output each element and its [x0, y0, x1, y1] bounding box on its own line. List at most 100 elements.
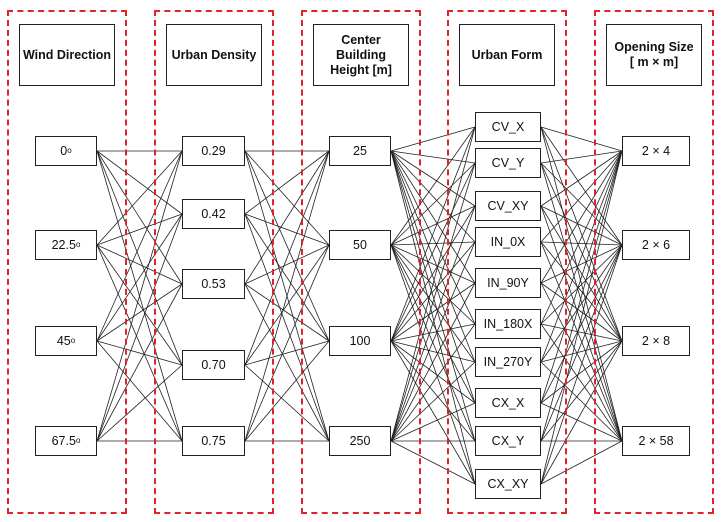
link-urban-density-1-to-building-height-3: [244, 213, 330, 442]
header-urban-density: Urban Density: [166, 24, 262, 86]
link-building-height-2-to-urban-form-8: [390, 340, 476, 442]
node-label: 0.53: [201, 277, 226, 291]
column-frame-urban-density: [154, 10, 274, 514]
node-building-height-2: 100: [329, 326, 391, 356]
link-urban-density-0-to-building-height-1: [244, 150, 330, 246]
link-urban-form-2-to-opening-size-1: [540, 205, 623, 246]
link-urban-form-3-to-opening-size-0: [540, 150, 623, 243]
node-label: 250: [349, 434, 371, 448]
link-urban-form-8-to-opening-size-0: [540, 150, 623, 442]
link-building-height-2-to-urban-form-6: [390, 340, 476, 363]
link-building-height-1-to-urban-form-1: [390, 162, 476, 246]
link-urban-form-5-to-opening-size-0: [540, 150, 623, 325]
link-building-height-2-to-urban-form-9: [390, 340, 476, 485]
link-urban-form-6-to-opening-size-0: [540, 150, 623, 363]
link-urban-density-3-to-building-height-2: [244, 340, 330, 366]
link-wind-direction-3-to-urban-density-2: [96, 283, 183, 442]
node-urban-form-7: CX_X: [475, 388, 541, 418]
degree-superscript: o: [75, 239, 81, 249]
node-label: IN_0X: [490, 235, 526, 249]
link-building-height-0-to-urban-form-3: [390, 150, 476, 243]
link-urban-form-3-to-opening-size-1: [540, 241, 623, 246]
link-urban-form-8-to-opening-size-2: [540, 340, 623, 442]
node-urban-density-2: 0.53: [182, 269, 245, 299]
node-urban-form-0: CV_X: [475, 112, 541, 142]
node-label: 2 × 6: [641, 238, 671, 252]
link-urban-density-2-to-building-height-3: [244, 283, 330, 442]
node-urban-form-8: CX_Y: [475, 426, 541, 456]
node-label: 0.75: [201, 434, 226, 448]
node-urban-density-3: 0.70: [182, 350, 245, 380]
header-wind-direction: Wind Direction: [19, 24, 115, 86]
link-building-height-3-to-urban-form-2: [390, 205, 476, 442]
node-urban-density-0: 0.29: [182, 136, 245, 166]
link-building-height-2-to-urban-form-7: [390, 340, 476, 404]
node-label: 2 × 58: [638, 434, 674, 448]
link-urban-density-1-to-building-height-1: [244, 213, 330, 246]
link-building-height-3-to-urban-form-7: [390, 402, 476, 442]
link-urban-density-3-to-building-height-3: [244, 364, 330, 442]
node-label: 0.29: [201, 144, 226, 158]
link-urban-form-0-to-opening-size-1: [540, 126, 623, 246]
link-urban-form-1-to-opening-size-0: [540, 150, 623, 164]
link-urban-form-3-to-opening-size-2: [540, 241, 623, 342]
link-urban-density-2-to-building-height-2: [244, 283, 330, 342]
node-label: 67.5: [51, 434, 76, 448]
link-urban-form-9-to-opening-size-3: [540, 440, 623, 485]
link-building-height-1-to-urban-form-9: [390, 244, 476, 485]
link-urban-density-0-to-building-height-2: [244, 150, 330, 342]
header-urban-form: Urban Form: [459, 24, 555, 86]
link-urban-form-6-to-opening-size-3: [540, 361, 623, 442]
column-frame-opening-size: [594, 10, 714, 514]
link-wind-direction-3-to-urban-density-0: [96, 150, 183, 442]
node-label: 22.5: [51, 238, 76, 252]
link-urban-density-4-to-building-height-1: [244, 244, 330, 442]
node-urban-form-1: CV_Y: [475, 148, 541, 178]
link-wind-direction-2-to-urban-density-2: [96, 283, 183, 342]
node-label: CX_Y: [491, 434, 525, 448]
node-opening-size-3: 2 × 58: [622, 426, 690, 456]
link-urban-density-1-to-building-height-0: [244, 150, 330, 215]
link-wind-direction-1-to-urban-density-1: [96, 213, 183, 246]
node-label: 25: [353, 144, 367, 158]
link-building-height-3-to-urban-form-4: [390, 282, 476, 442]
link-wind-direction-0-to-urban-density-1: [96, 150, 183, 215]
node-building-height-0: 25: [329, 136, 391, 166]
link-building-height-3-to-urban-form-0: [390, 126, 476, 442]
link-wind-direction-1-to-urban-density-4: [96, 244, 183, 442]
node-label: CV_XY: [487, 199, 529, 213]
node-label: 2 × 8: [641, 334, 671, 348]
link-wind-direction-3-to-urban-density-3: [96, 364, 183, 442]
link-wind-direction-2-to-urban-density-4: [96, 340, 183, 442]
link-urban-form-4-to-opening-size-3: [540, 282, 623, 442]
link-urban-form-9-to-opening-size-1: [540, 244, 623, 485]
node-label: 45: [56, 334, 71, 348]
node-label: 100: [349, 334, 371, 348]
link-building-height-2-to-urban-form-4: [390, 282, 476, 342]
link-urban-form-9-to-opening-size-0: [540, 150, 623, 485]
link-building-height-0-to-urban-form-5: [390, 150, 476, 325]
link-building-height-0-to-urban-form-4: [390, 150, 476, 284]
column-frame-wind-direction: [7, 10, 127, 514]
link-urban-form-1-to-opening-size-1: [540, 162, 623, 246]
link-urban-form-2-to-opening-size-0: [540, 150, 623, 207]
node-label: IN_270Y: [483, 355, 533, 369]
link-urban-density-3-to-building-height-0: [244, 150, 330, 366]
node-opening-size-1: 2 × 6: [622, 230, 690, 260]
link-building-height-0-to-urban-form-2: [390, 150, 476, 207]
node-label: CX_X: [491, 396, 525, 410]
link-building-height-2-to-urban-form-5: [390, 323, 476, 342]
link-building-height-3-to-urban-form-5: [390, 323, 476, 442]
header-opening-size: Opening Size [ m × m]: [606, 24, 702, 86]
link-urban-form-7-to-opening-size-0: [540, 150, 623, 404]
header-building-height: Center Building Height [m]: [313, 24, 409, 86]
link-building-height-1-to-urban-form-8: [390, 244, 476, 442]
link-urban-form-4-to-opening-size-2: [540, 282, 623, 342]
node-label: 0.70: [201, 358, 226, 372]
link-urban-form-0-to-opening-size-0: [540, 126, 623, 152]
link-urban-form-7-to-opening-size-1: [540, 244, 623, 404]
